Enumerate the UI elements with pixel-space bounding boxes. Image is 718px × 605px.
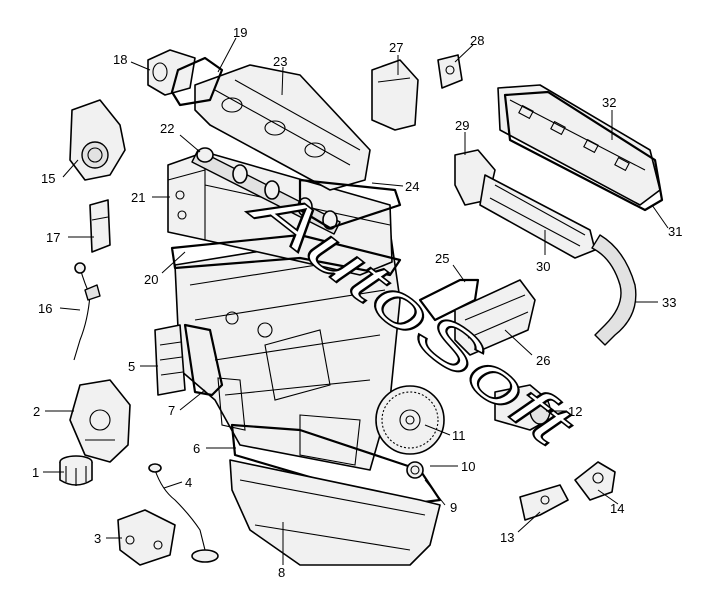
water-pump: [69, 99, 126, 181]
exchanger-gasket: [418, 278, 480, 322]
leader-lines: [43, 37, 669, 565]
callout-labels: 1 2 3 4 5 6 7 8 9 10 11 12 13 14 15 16 1…: [32, 25, 682, 580]
callout-15: 15: [41, 171, 55, 186]
engine-block: [174, 229, 401, 471]
callout-17: 17: [46, 230, 60, 245]
head-gasket: [170, 233, 402, 277]
valve-cover-gasket: [298, 178, 402, 230]
rear-seal: [406, 461, 424, 479]
egr-cooler: [454, 149, 596, 259]
callout-7: 7: [168, 403, 175, 418]
oil-pump: [69, 379, 131, 463]
callout-26: 26: [536, 353, 550, 368]
callout-4: 4: [185, 475, 192, 490]
sensor: [89, 199, 111, 253]
callout-2: 2: [33, 404, 40, 419]
callout-21: 21: [131, 190, 145, 205]
callout-25: 25: [435, 251, 449, 266]
callout-18: 18: [113, 52, 127, 67]
engine-mount: [574, 461, 616, 501]
oil-pickup-tube: [148, 463, 219, 563]
bracket: [117, 509, 176, 566]
thermostat-gasket: [170, 56, 224, 107]
egr-valve: [494, 384, 551, 431]
callout-3: 3: [94, 531, 101, 546]
callout-11: 11: [452, 428, 466, 443]
flywheel: [375, 385, 445, 455]
heat-exchanger: [454, 279, 536, 356]
callout-23: 23: [273, 54, 287, 69]
callout-8: 8: [278, 565, 285, 580]
callout-16: 16: [38, 301, 52, 316]
callout-9: 9: [450, 500, 457, 515]
coolant-hose: [591, 234, 637, 346]
thermostat-housing: [147, 49, 196, 96]
valve-cover: [194, 64, 371, 191]
callout-22: 22: [160, 121, 174, 136]
oil-cooler: [154, 324, 186, 396]
oil-cooler-gasket: [183, 323, 224, 397]
callout-27: 27: [389, 40, 403, 55]
callout-31: 31: [668, 224, 682, 239]
callout-32: 32: [602, 95, 616, 110]
dipstick: [73, 262, 101, 361]
callout-20: 20: [144, 272, 158, 287]
manifold-gasket: [503, 90, 664, 212]
oil-filter: [59, 455, 93, 486]
callout-29: 29: [455, 118, 469, 133]
pressure-sensor: [437, 54, 463, 89]
callout-13: 13: [500, 530, 514, 545]
callout-33: 33: [662, 295, 676, 310]
mounting-bracket: [371, 59, 419, 131]
callout-10: 10: [461, 459, 475, 474]
callout-28: 28: [470, 33, 484, 48]
callout-19: 19: [233, 25, 247, 40]
callout-14: 14: [610, 501, 624, 516]
callout-24: 24: [405, 179, 419, 194]
callout-6: 6: [193, 441, 200, 456]
callout-12: 12: [568, 404, 582, 419]
mount-bracket: [519, 484, 569, 521]
callout-5: 5: [128, 359, 135, 374]
callout-30: 30: [536, 259, 550, 274]
exhaust-manifold: [497, 84, 661, 206]
callout-1: 1: [32, 465, 39, 480]
